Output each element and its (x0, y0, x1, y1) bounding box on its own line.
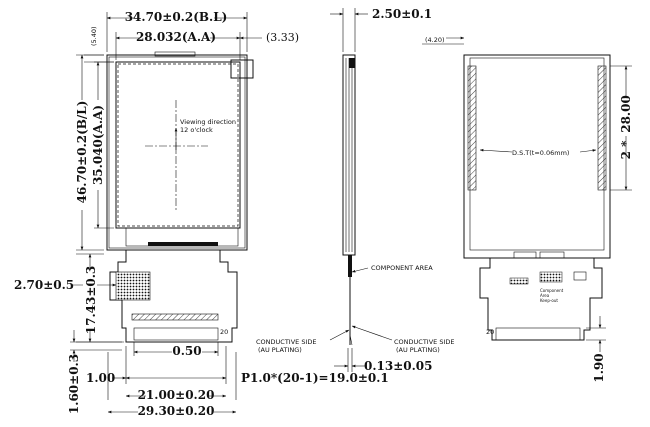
dim-pitch-text: 0.50 (172, 344, 201, 358)
back-pin-number-label: 20 (486, 328, 494, 336)
viewing-direction-clock: 12 o'clock (180, 126, 213, 134)
tape-label: D.S.T(t=0.06mm) (512, 149, 569, 157)
side-top-block (349, 58, 355, 68)
fpc-pad-area (115, 271, 151, 301)
conductive-right-label-1: CONDUCTIVE SIDE (394, 338, 454, 346)
dim-pad-offset-text: 2.70±0.5 (14, 278, 74, 292)
active-area (115, 61, 241, 229)
dim-fpc-thickness-text: 1.60±0.3 (67, 354, 81, 414)
dim-height-aa-text: 35.040(A.A) (91, 105, 105, 185)
side-component (348, 255, 352, 277)
module-outline (106, 54, 248, 251)
side-view: 2.50±0.1 COMPONENT AREA CONDUCTIVE SIDE … (256, 7, 454, 373)
dim-width-aa-text: 28.032(A.A) (136, 30, 216, 44)
conductive-right-label-2: (AU PLATING) (396, 346, 440, 354)
back-component-3 (573, 271, 587, 281)
fpc-outline (109, 250, 238, 343)
dim-back-bottom-text: 1.90 (592, 353, 606, 382)
back-outline (463, 54, 611, 259)
component-label-2: Area (540, 293, 550, 298)
corner-window (230, 59, 254, 79)
component-label-1: Component (540, 288, 564, 293)
dim-tape-length-text: 28.00 (619, 95, 633, 133)
dim-pin-span-text: 21.00±0.20 (138, 388, 215, 402)
dim-fpc-width-text: 29.30±0.20 (138, 404, 215, 418)
module-inner-outline (108, 56, 246, 249)
front-view: Viewing direction 12 o'clock 20 34.70±0.… (14, 10, 389, 418)
dim-offset-right-text: (3.33) (266, 31, 299, 44)
dim-fpc-length-text: 17.43±0.3 (84, 266, 98, 335)
dim-pitch-total-text: P1.0*(20-1)=19.0±0.1 (241, 371, 389, 385)
back-component-2 (539, 271, 563, 283)
tape-right (597, 65, 607, 191)
component-label-3: Keep-out (540, 298, 558, 303)
back-view: D.S.T(t=0.06mm) (4.20) 28.00 2 * Compone… (422, 36, 633, 383)
ic-bar (148, 242, 218, 246)
conductive-left-label-2: (AU PLATING) (258, 346, 302, 354)
dim-tape-count-text: 2 * (619, 140, 633, 160)
tape-left (467, 65, 477, 191)
pin-number-label: 20 (220, 328, 228, 336)
viewing-area (117, 63, 239, 227)
dim-fpc-thick-text: 0.13±0.05 (364, 359, 433, 373)
top-tab (154, 51, 196, 57)
stiffener (131, 313, 219, 321)
dim-back-offset-text: (4.20) (425, 36, 445, 44)
conductive-left-label-1: CONDUCTIVE SIDE (256, 338, 316, 346)
component-area-label: COMPONENT AREA (371, 264, 433, 272)
fpc-pins (133, 327, 219, 341)
back-component-1 (509, 277, 529, 285)
dim-edge-offset-text: 1.00 (86, 371, 115, 385)
back-pins (495, 327, 581, 341)
dim-side-thickness-text: 2.50±0.1 (372, 7, 432, 21)
viewing-direction-text: Viewing direction (180, 118, 236, 126)
dim-width-total-text: 34.70±0.2(B.L) (125, 10, 228, 24)
dim-offset-top-text: (5.40) (90, 26, 98, 46)
dim-height-total-text: 46.70±0.2(B/L) (75, 101, 89, 204)
